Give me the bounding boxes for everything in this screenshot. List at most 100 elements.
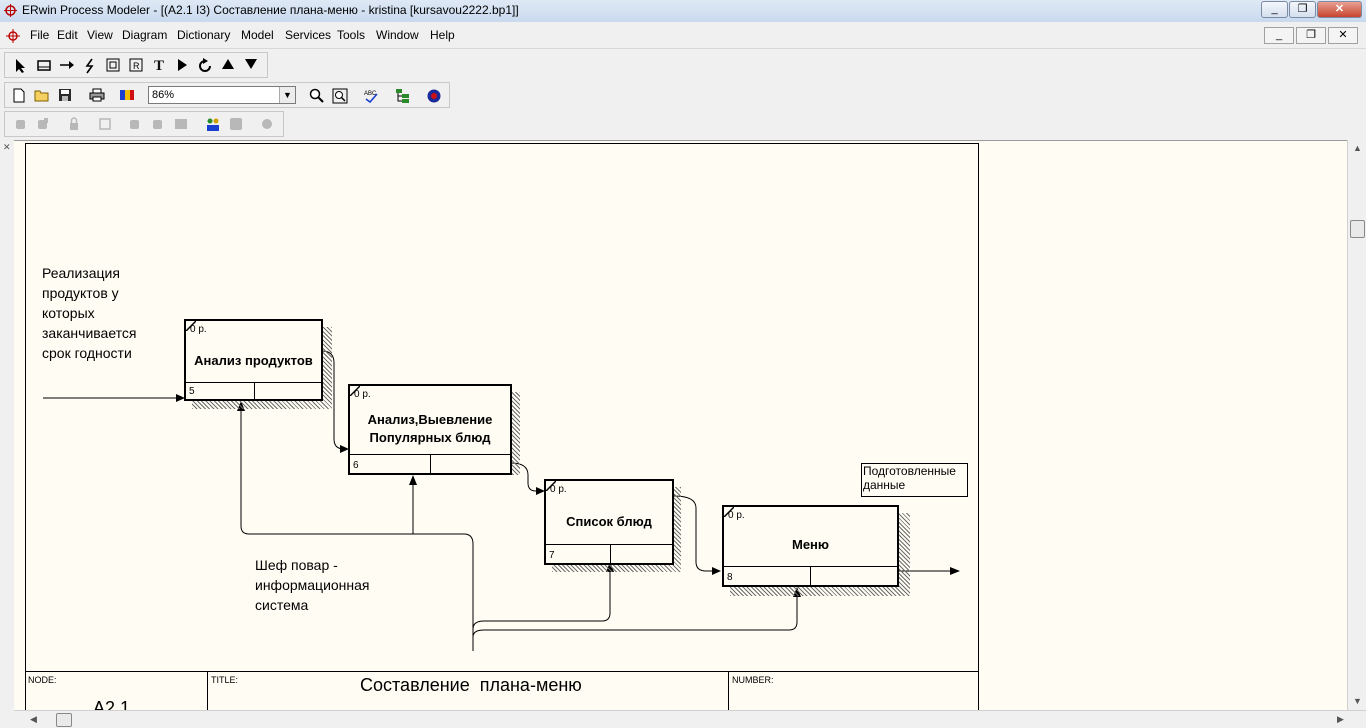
pointer-tool[interactable]	[11, 56, 31, 76]
drawing-toolbar: R T	[4, 52, 268, 78]
box-divider	[254, 382, 255, 399]
activity-box-analiz-populyarnyh-blyud[interactable]: 0 р. Анализ,Выевление Популярных блюд 6	[348, 384, 512, 475]
mdi-restore-button[interactable]: ❐	[1296, 27, 1326, 44]
mart-options-icon[interactable]	[226, 115, 246, 135]
footer-title-value: Составление плана-меню	[360, 675, 582, 695]
menu-tools[interactable]: Tools	[337, 28, 366, 42]
go-to-child-tool[interactable]	[241, 56, 261, 76]
go-to-sibling-tool[interactable]	[195, 56, 215, 76]
menu-diagram[interactable]: Diagram	[122, 28, 168, 42]
mart-users-icon[interactable]	[203, 115, 223, 135]
activity-box-menyu[interactable]: 0 р. Меню 8	[722, 505, 899, 587]
color-icon[interactable]	[117, 86, 137, 106]
scroll-right-icon[interactable]: ▶	[1337, 714, 1344, 724]
open-icon[interactable]	[32, 86, 52, 106]
footer-node-label: NODE:	[28, 675, 57, 685]
window-minimize-button[interactable]: _	[1261, 1, 1288, 18]
menu-view[interactable]: View	[87, 28, 113, 42]
model-explorer-icon[interactable]	[393, 86, 413, 106]
box-name: Анализ продуктов	[194, 353, 313, 368]
arrow-tool[interactable]	[57, 56, 77, 76]
box-name: Список блюд	[566, 514, 652, 529]
footer-title-cell: TITLE: Составление плана-меню	[207, 672, 728, 711]
diagram-footer: NODE: A2.1 TITLE: Составление плана-меню…	[25, 671, 979, 711]
zoom-in-icon[interactable]	[307, 86, 327, 106]
scroll-left-icon[interactable]: ◀	[30, 714, 37, 724]
referent-tool[interactable]: R	[126, 56, 146, 76]
arrow-layer	[43, 350, 960, 651]
mdi-minimize-button[interactable]: _	[1264, 27, 1294, 44]
squiggle-tool[interactable]	[80, 56, 100, 76]
menu-model[interactable]: Model	[241, 28, 274, 42]
menu-dictionary[interactable]: Dictionary	[177, 28, 231, 42]
save-icon[interactable]	[55, 86, 75, 106]
go-to-sub-diagram-tool[interactable]	[172, 56, 192, 76]
spell-check-icon[interactable]: ABC	[361, 86, 381, 106]
erwin-app-icon	[4, 4, 17, 17]
vertical-scroll-thumb[interactable]	[1350, 220, 1365, 238]
vertical-scrollbar[interactable]: ▲ ▼	[1347, 140, 1366, 710]
activity-box-analiz-produktov[interactable]: 0 р. Анализ продуктов 5	[184, 319, 323, 401]
menu-window[interactable]: Window	[376, 28, 419, 42]
menu-edit[interactable]: Edit	[57, 28, 78, 42]
box-name: Анализ,Выевление Популярных блюд	[367, 412, 493, 445]
horizontal-scroll-thumb[interactable]	[56, 713, 72, 727]
window-restore-button[interactable]: ❐	[1289, 1, 1316, 18]
horizontal-scrollbar[interactable]: ◀ ▶	[14, 710, 1366, 728]
box-number: 7	[549, 550, 555, 561]
box-divider	[430, 454, 431, 473]
box-divider	[186, 382, 321, 383]
menu-services[interactable]: Services	[285, 28, 332, 42]
output-label[interactable]: Подготовленные данные	[861, 463, 968, 497]
chevron-down-icon[interactable]: ▼	[279, 87, 295, 103]
input-label[interactable]: Реализация продуктов у которых заканчива…	[42, 265, 137, 361]
window-close-button[interactable]: ✕	[1317, 1, 1362, 18]
box-divider	[546, 544, 672, 545]
mart-open-icon[interactable]	[95, 115, 115, 135]
print-icon[interactable]	[87, 86, 107, 106]
mart-save-icon[interactable]	[125, 115, 145, 135]
new-icon[interactable]	[9, 86, 29, 106]
footer-node-cell: NODE: A2.1	[25, 672, 207, 711]
diagram-canvas[interactable]: Реализация продуктов у которых заканчива…	[14, 140, 1347, 711]
scroll-up-icon[interactable]: ▲	[1353, 143, 1362, 153]
menu-file[interactable]: File	[30, 28, 50, 42]
mart-merge-icon[interactable]	[148, 115, 168, 135]
mechanism-arrow-box4[interactable]	[472, 588, 798, 638]
text-tool[interactable]: T	[153, 58, 164, 74]
window-title: ERwin Process Modeler - [(A2.1 I3) Соста…	[22, 3, 519, 17]
box-corner-mark	[546, 481, 556, 491]
zoom-select[interactable]: 86% ▼	[148, 86, 296, 104]
off-page-reference-tool[interactable]	[103, 56, 123, 76]
document-icon[interactable]	[6, 29, 20, 43]
mechanism-label[interactable]: Шеф повар - информационная система	[255, 557, 370, 613]
mart-library-icon[interactable]	[171, 115, 191, 135]
activity-box-spisok-blyud[interactable]: 0 р. Список блюд 7	[544, 479, 674, 565]
model-mart-icon[interactable]	[424, 86, 444, 106]
menu-help[interactable]: Help	[430, 28, 455, 42]
mdi-close-button[interactable]: ✕	[1328, 27, 1358, 44]
box-cost: 0 р.	[550, 484, 567, 495]
box-number: 8	[727, 572, 733, 583]
go-to-parent-tool[interactable]	[218, 56, 238, 76]
zoom-value: 86%	[152, 89, 175, 101]
mart-disconnect-icon[interactable]	[33, 115, 53, 135]
box-cost: 0 р.	[728, 510, 745, 521]
zoom-fit-icon[interactable]	[330, 86, 350, 106]
box-number: 5	[189, 386, 195, 397]
lock-icon[interactable]	[64, 115, 84, 135]
footer-node-value: A2.1	[93, 698, 131, 711]
activity-box-tool[interactable]	[34, 56, 54, 76]
arrow-box2-to-box3[interactable]	[510, 462, 544, 492]
left-ruler: ✕	[0, 140, 15, 710]
scroll-down-icon[interactable]: ▼	[1353, 696, 1362, 706]
title-bar: ERwin Process Modeler - [(A2.1 I3) Соста…	[0, 0, 1366, 22]
mechanism-arrow-main[interactable]	[240, 403, 474, 651]
mart-help-icon[interactable]	[257, 115, 277, 135]
arrow-box3-to-box4[interactable]	[673, 495, 720, 572]
svg-text:ABC: ABC	[364, 91, 377, 97]
mart-connect-icon[interactable]	[11, 115, 31, 135]
close-pane-icon[interactable]: ✕	[3, 142, 11, 152]
mechanism-arrow-box3[interactable]	[472, 563, 611, 630]
box-corner-mark	[186, 321, 196, 331]
